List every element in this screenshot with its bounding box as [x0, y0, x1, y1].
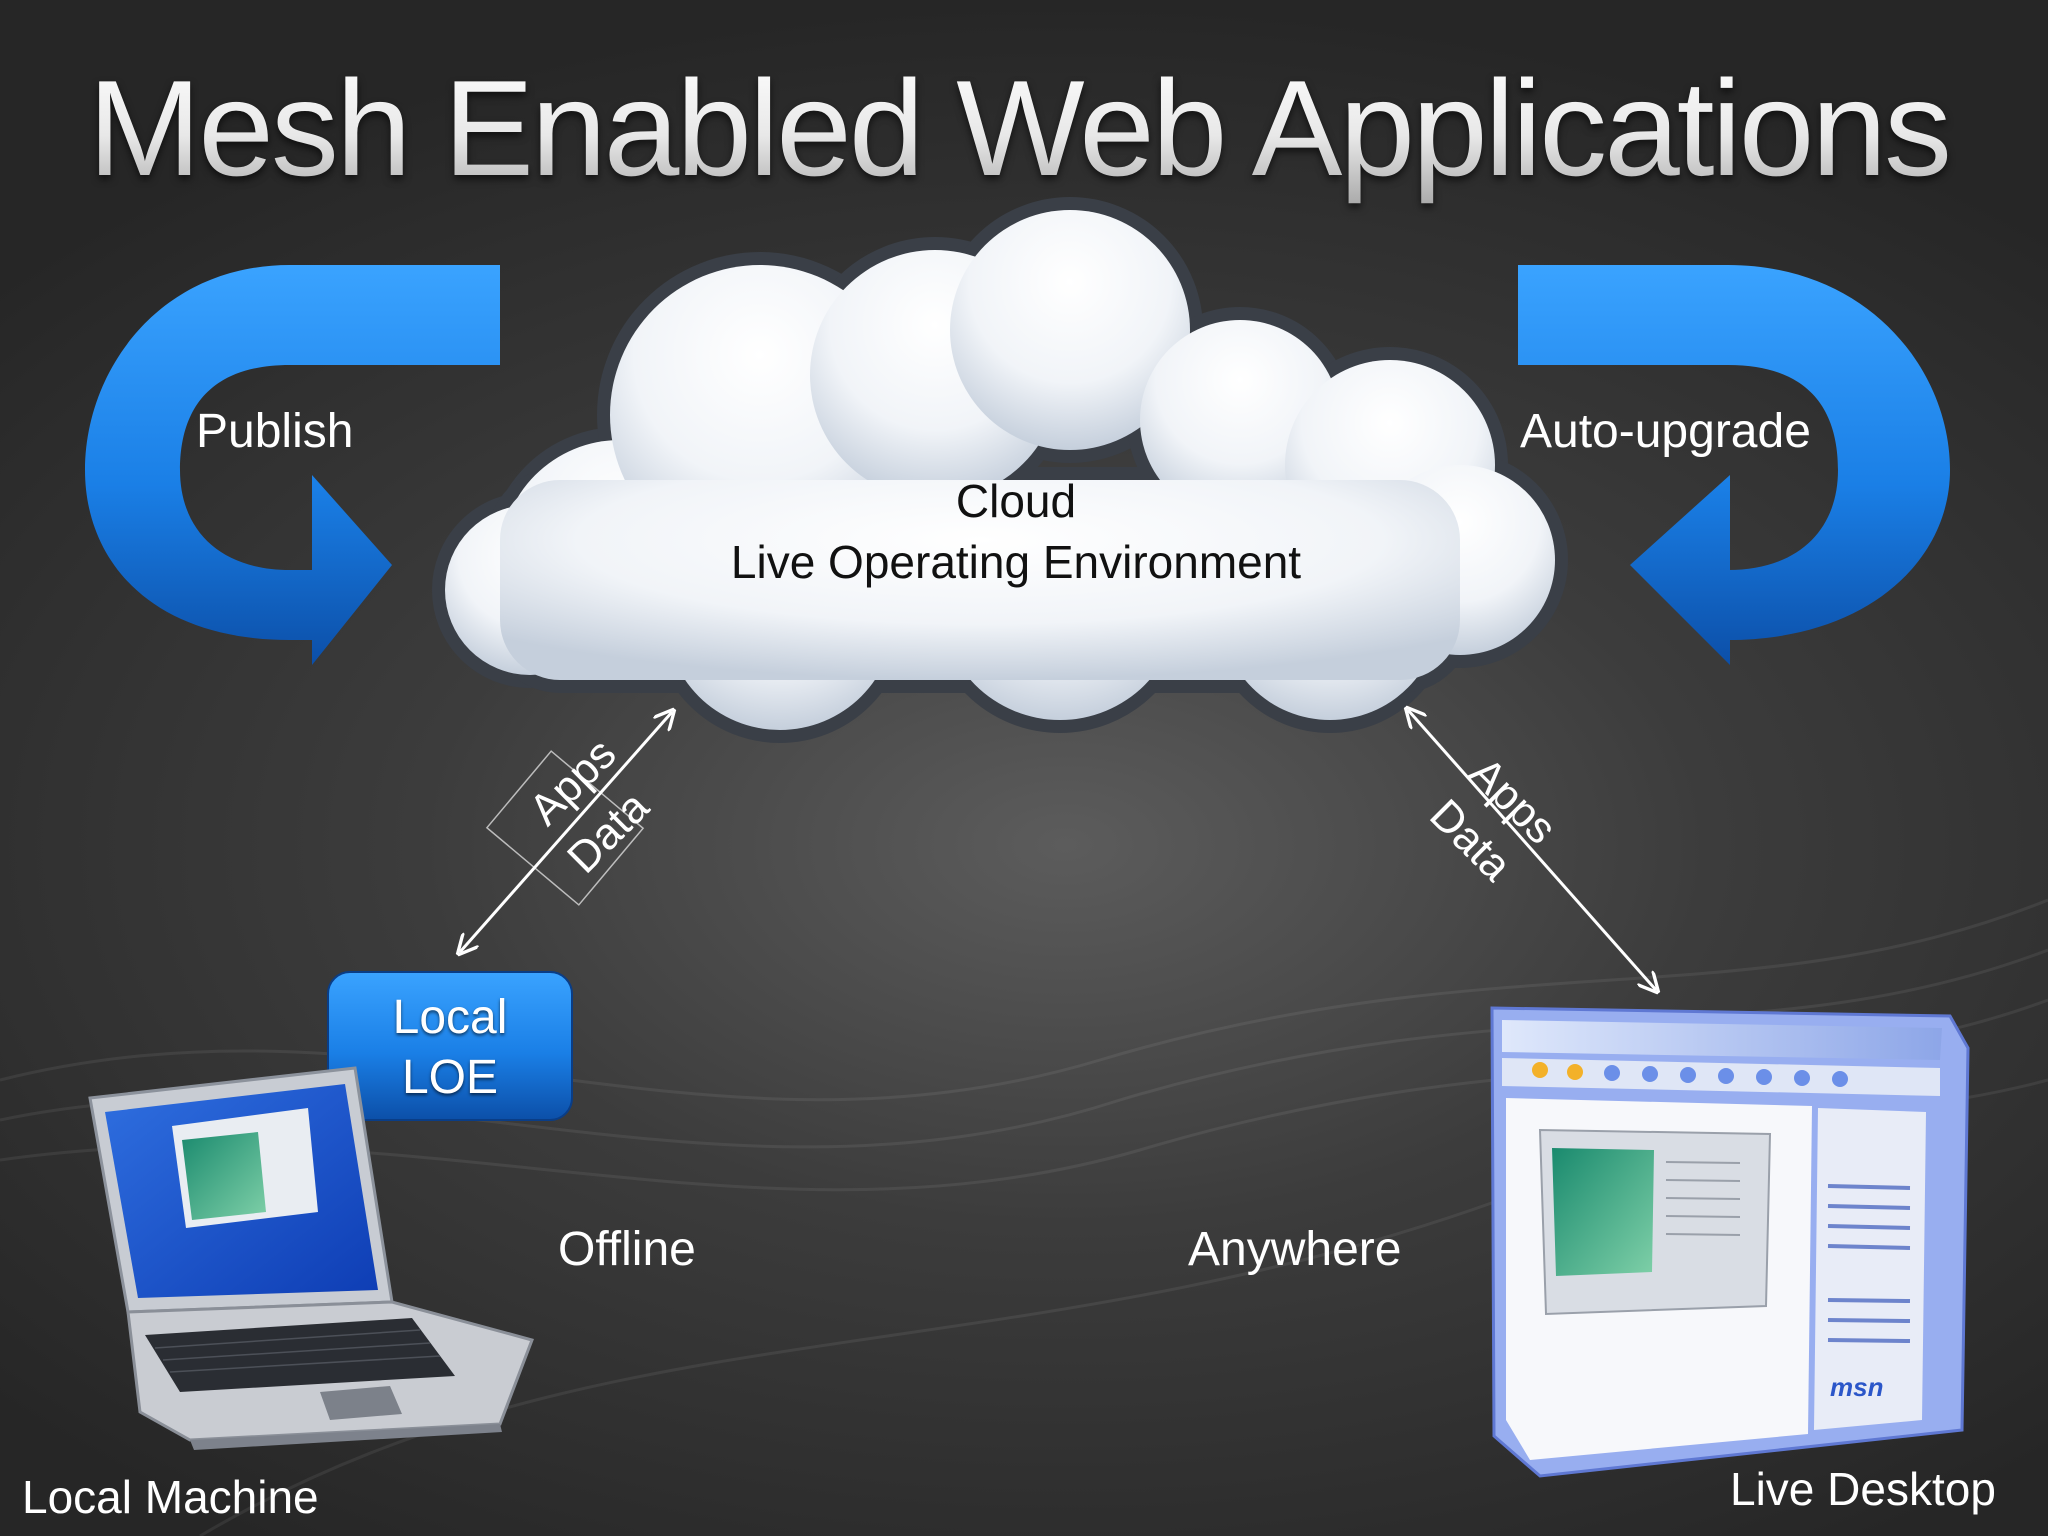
- auto-upgrade-arrow-icon: [1518, 265, 1950, 665]
- live-desktop-window: msn: [1490, 1006, 1970, 1478]
- live-desktop-label: Live Desktop: [1730, 1463, 1996, 1515]
- local-loe-line1: Local: [392, 991, 508, 1044]
- local-machine-label: Local Machine: [22, 1471, 319, 1523]
- left-label-frame: [485, 750, 645, 906]
- anywhere-label: Anywhere: [1188, 1223, 1402, 1276]
- slide-title: Mesh Enabled Web Applications: [88, 52, 1952, 204]
- auto-upgrade-label: Auto-upgrade: [1520, 405, 1811, 458]
- msn-logo: msn: [1830, 1372, 1883, 1402]
- cloud-subtitle: Live Operating Environment: [730, 536, 1302, 588]
- publish-label: Publish: [196, 405, 354, 458]
- cloud-shape: [432, 197, 1568, 743]
- offline-label: Offline: [558, 1223, 696, 1276]
- cloud-title: Cloud: [955, 475, 1077, 527]
- laptop-icon: [88, 1066, 534, 1450]
- left-sync-arrow: [460, 712, 672, 952]
- publish-arrow-icon: [85, 265, 500, 665]
- local-loe-line2: LOE: [401, 1051, 499, 1104]
- local-loe-badge: [327, 971, 573, 1121]
- right-sync-arrow: [1408, 710, 1656, 990]
